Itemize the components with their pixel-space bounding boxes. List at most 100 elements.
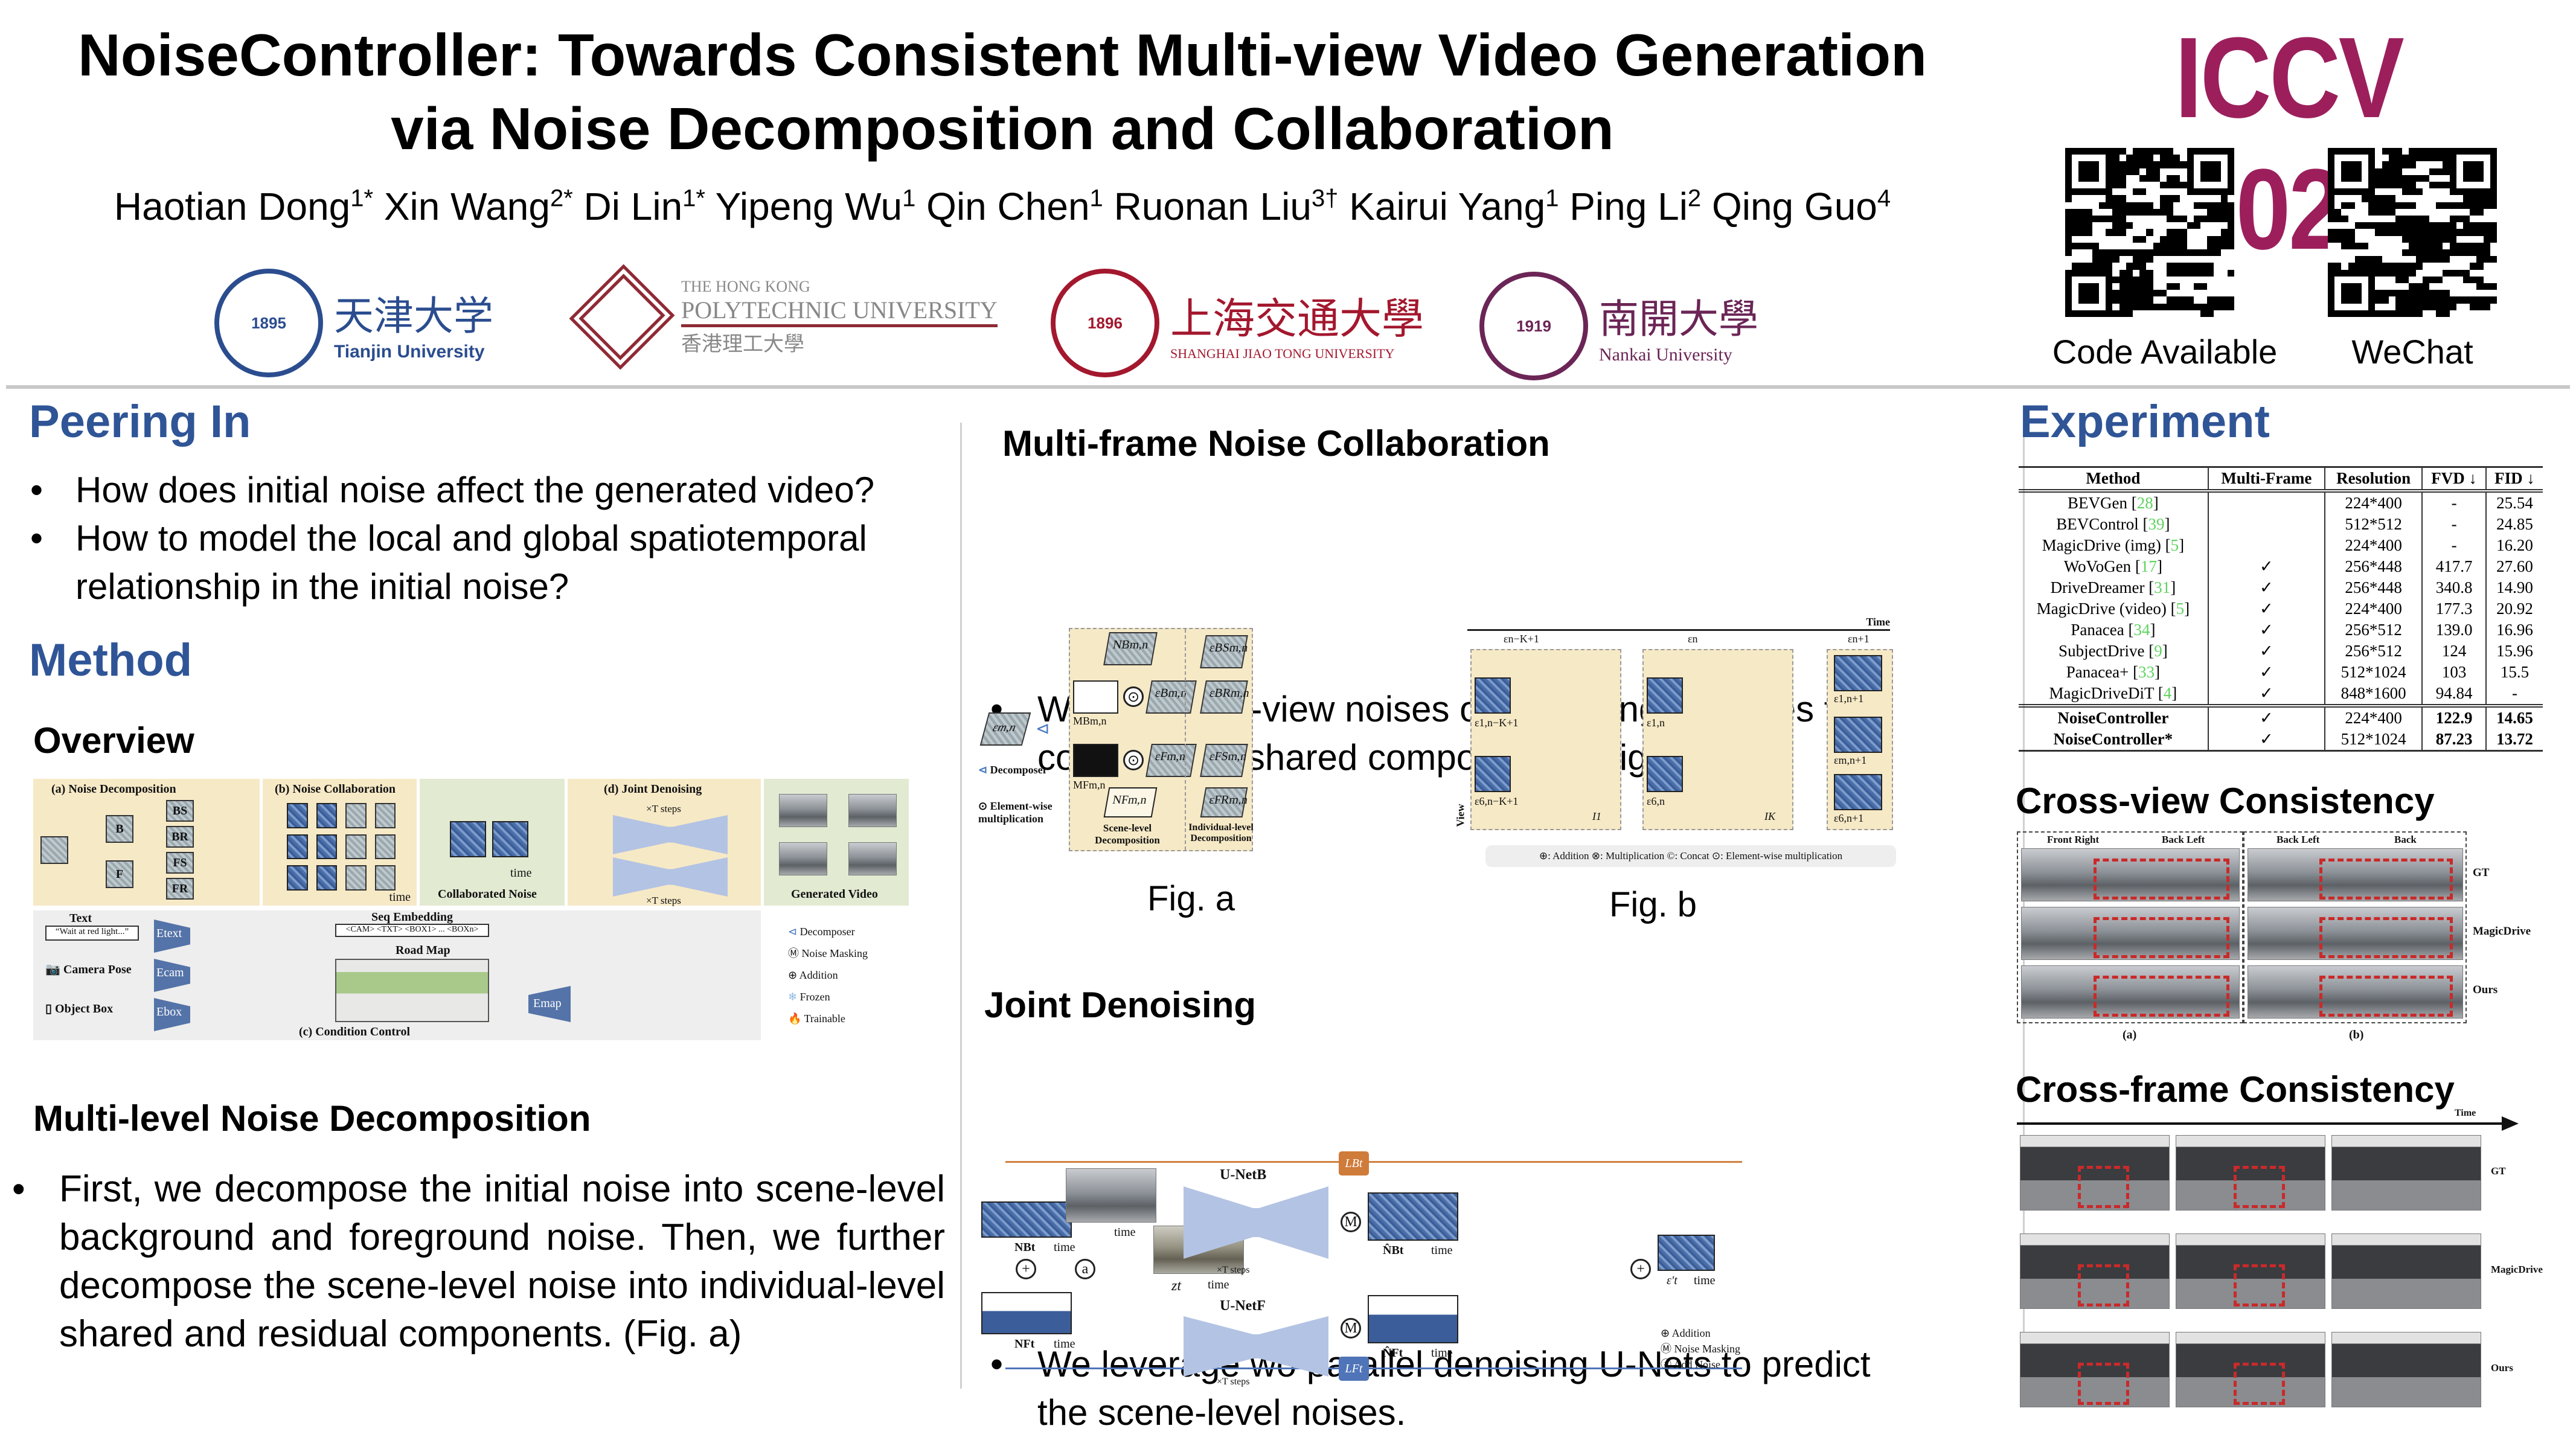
qr-module xyxy=(2476,269,2484,277)
unet-b-label: U-NetB xyxy=(1220,1167,1267,1183)
qr-module xyxy=(2395,296,2403,304)
qr-module xyxy=(2193,155,2200,162)
cell-method: MagicDriveDiT [4] xyxy=(2049,684,2177,702)
qr-module xyxy=(2388,263,2395,270)
qr-module xyxy=(2072,283,2079,290)
qr-module xyxy=(2334,161,2342,168)
qr-module xyxy=(2173,263,2180,270)
qr-module xyxy=(2166,174,2174,182)
qr-module xyxy=(2456,188,2463,196)
qr-module xyxy=(2132,269,2140,277)
logo-en: Nankai University xyxy=(1599,345,1732,365)
citation[interactable]: 31 xyxy=(2154,578,2171,597)
cell-method: WoVoGen [17] xyxy=(2063,557,2162,575)
qr-module xyxy=(2382,148,2389,155)
qr-module xyxy=(2065,290,2072,297)
qr-module xyxy=(2429,202,2437,209)
qr-module xyxy=(2334,290,2342,297)
results-table: Method Multi-Frame Resolution FVD ↓ FID … xyxy=(2019,466,2543,752)
qr-code-wechat[interactable] xyxy=(2328,148,2497,317)
panel-label: Generated Video xyxy=(791,888,878,901)
citation[interactable]: 5 xyxy=(2176,600,2185,618)
qr-module xyxy=(2139,181,2147,189)
figure-b-caption: Fig. b xyxy=(1609,885,1697,924)
qr-module xyxy=(2354,161,2362,168)
qr-module xyxy=(2490,222,2497,229)
video-frame xyxy=(848,842,897,875)
qr-module xyxy=(2368,290,2376,297)
qr-module xyxy=(2072,296,2079,304)
qr-module xyxy=(2098,242,2106,249)
crossview-group-b xyxy=(2243,831,2467,1023)
qr-module xyxy=(2348,161,2355,168)
qr-module xyxy=(2132,168,2140,175)
qr-module xyxy=(2354,283,2362,290)
qr-module xyxy=(2415,181,2423,189)
qr-module xyxy=(2429,215,2437,223)
citation[interactable]: 33 xyxy=(2138,663,2155,681)
col-method: Method xyxy=(2019,466,2208,493)
citation[interactable]: 28 xyxy=(2136,494,2153,512)
qr-module xyxy=(2476,195,2484,202)
qr-module xyxy=(2402,242,2409,249)
qr-module xyxy=(2072,215,2079,223)
qr-module xyxy=(2334,303,2342,310)
cell-fid: 25.54 xyxy=(2485,491,2543,514)
qr-module xyxy=(2409,188,2416,196)
citation[interactable]: 34 xyxy=(2133,621,2150,639)
qr-module xyxy=(2173,269,2180,277)
citation[interactable]: 5 xyxy=(2170,536,2179,554)
generated-video-panel: Generated Video xyxy=(764,779,909,906)
odot-icon: ⊙ xyxy=(1123,750,1144,770)
qr-module xyxy=(2470,148,2477,155)
citation[interactable]: 4 xyxy=(2163,684,2172,702)
qr-module xyxy=(2166,229,2174,236)
row-label: Ours xyxy=(2473,984,2498,996)
qr-module xyxy=(2456,290,2463,297)
qr-module xyxy=(2361,310,2369,317)
qr-module xyxy=(2207,276,2214,283)
citation[interactable]: 39 xyxy=(2148,515,2165,533)
video-frame xyxy=(848,794,897,827)
qr-module xyxy=(2220,290,2228,297)
qr-module xyxy=(2462,155,2470,162)
qr-module xyxy=(2395,155,2403,162)
qr-module xyxy=(2126,208,2133,216)
citation[interactable]: 17 xyxy=(2140,557,2157,575)
qr-module xyxy=(2436,303,2443,310)
qr-module xyxy=(2436,235,2443,243)
plus-circle-icon: + xyxy=(1630,1259,1651,1279)
qr-module xyxy=(2112,195,2119,202)
qr-module xyxy=(2483,256,2490,263)
qr-module xyxy=(2187,215,2194,223)
qr-module xyxy=(2112,215,2119,223)
video-frame xyxy=(779,842,827,875)
qr-module xyxy=(2220,256,2228,263)
qr-module xyxy=(2072,208,2079,216)
author-affiliation: 1 xyxy=(1545,185,1559,212)
cell-label: ε6,n+1 xyxy=(1834,812,1864,824)
citation[interactable]: 9 xyxy=(2154,642,2162,660)
author-name: Qing Guo xyxy=(1711,185,1877,228)
qr-module xyxy=(2227,296,2234,304)
qr-module xyxy=(2449,263,2456,270)
qr-module xyxy=(2382,181,2389,189)
highlight-box xyxy=(2078,1264,2129,1307)
qr-module xyxy=(2354,202,2362,209)
qr-module xyxy=(2470,242,2477,249)
qr-module xyxy=(2395,195,2403,202)
qr-module xyxy=(2139,242,2147,249)
qr-module xyxy=(2354,174,2362,182)
qr-module xyxy=(2193,235,2200,243)
qr-module xyxy=(2449,235,2456,243)
qr-module xyxy=(2146,235,2153,243)
qr-module xyxy=(2132,148,2140,155)
qr-module xyxy=(2139,310,2147,317)
qr-code-github[interactable] xyxy=(2065,148,2234,317)
qr-module xyxy=(2180,161,2187,168)
qr-module xyxy=(2462,202,2470,209)
noise-ebr: εBRm,n xyxy=(1200,680,1251,714)
qr-module xyxy=(2415,242,2423,249)
qr-module xyxy=(2187,256,2194,263)
cell-fid: 15.96 xyxy=(2485,641,2543,662)
